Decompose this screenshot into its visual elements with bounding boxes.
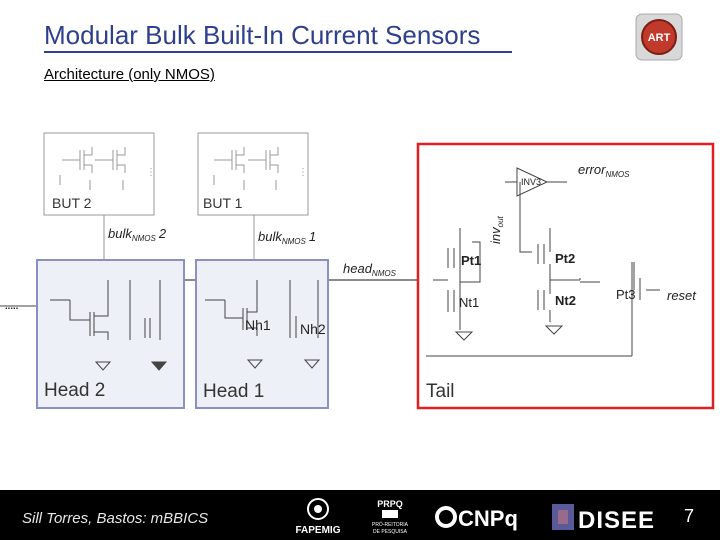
tail-label: Tail <box>426 381 455 402</box>
svg-text:DISEE: DISEE <box>578 507 655 534</box>
page-number: 7 <box>684 506 695 526</box>
tail-box <box>416 142 715 410</box>
but2-block: ⋮ <box>43 132 156 216</box>
pt2-label: Pt2 <box>555 251 575 266</box>
art-logo: ART <box>635 13 683 61</box>
svg-text:PRPQ: PRPQ <box>377 499 403 509</box>
inv-out-label: invout <box>488 215 505 244</box>
svg-text:CNPq: CNPq <box>458 506 518 531</box>
page-title: Modular Bulk Built-In Current Sensors <box>44 20 512 53</box>
nt2-label: Nt2 <box>555 293 576 308</box>
footer-author: Sill Torres, Bastos: mBBICS <box>22 510 209 527</box>
svg-text:ART: ART <box>648 32 671 44</box>
svg-text:⋮: ⋮ <box>298 167 308 178</box>
svg-text:⋮: ⋮ <box>146 167 156 178</box>
reset-label: reset <box>667 288 697 303</box>
pt1-label: Pt1 <box>461 253 481 268</box>
head-label: headNMOS <box>343 261 397 278</box>
cnpq-logo: CNPq <box>435 506 518 531</box>
fapemig-logo: FAPEMIG <box>295 498 341 536</box>
footer-bar <box>0 490 720 540</box>
svg-text:·····: ····· <box>4 299 18 315</box>
head1-label: Head 1 <box>203 381 264 402</box>
nt1-label: Nt1 <box>459 295 479 310</box>
disee-logo: DISEE <box>552 504 655 534</box>
but1-label: BUT 1 <box>203 195 243 211</box>
nh2-label: Nh2 <box>300 321 326 337</box>
svg-text:DE PESQUISA: DE PESQUISA <box>373 529 408 535</box>
but1-block: ⋮ <box>197 132 309 216</box>
nh1-label: Nh1 <box>245 317 271 333</box>
error-label: errorNMOS <box>578 162 630 179</box>
pt3-label: Pt3 <box>616 287 636 302</box>
svg-text:PRÓ-REITORIA: PRÓ-REITORIA <box>372 521 409 528</box>
page-subtitle: Architecture (only NMOS) <box>44 66 215 83</box>
inv3-label: INV3 <box>521 177 541 187</box>
svg-text:FAPEMIG: FAPEMIG <box>295 525 340 536</box>
head1-box <box>195 259 329 409</box>
but2-label: BUT 2 <box>52 195 92 211</box>
prpq-logo: PRPQ PRÓ-REITORIA DE PESQUISA <box>372 499 409 535</box>
head2-label: Head 2 <box>44 380 105 401</box>
